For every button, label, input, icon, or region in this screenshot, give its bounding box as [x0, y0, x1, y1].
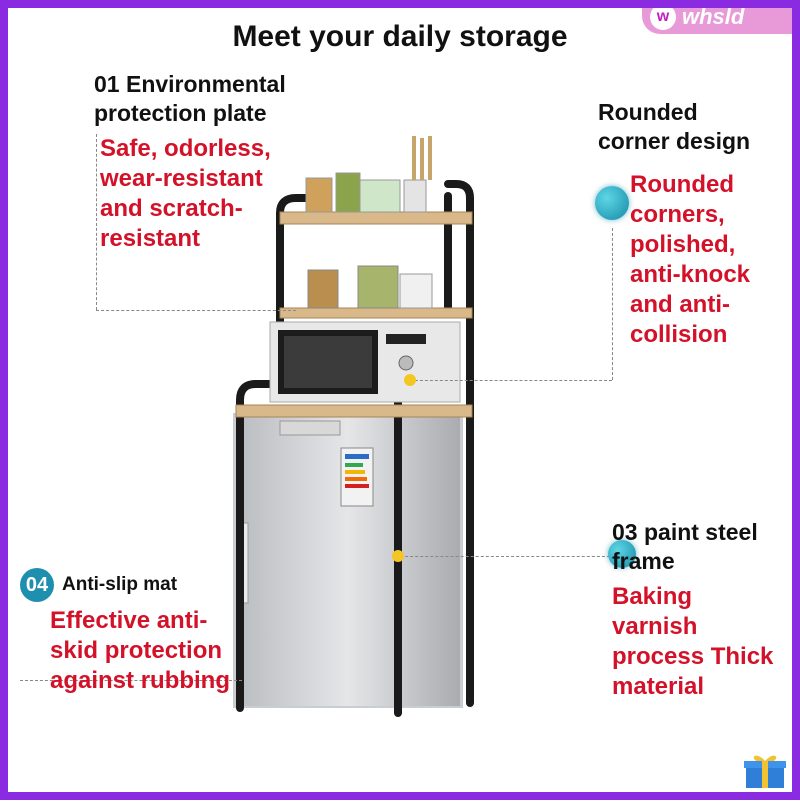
- jars-middle: [308, 266, 432, 308]
- frame-heading: 03 paint steel frame: [612, 518, 758, 576]
- product-image: w whsld Meet your daily storage: [8, 8, 792, 792]
- mat-heading: Anti-slip mat: [62, 574, 177, 596]
- frame-description: Baking varnish process Thick material: [612, 582, 773, 702]
- jars-top: [306, 136, 432, 212]
- plate-heading: 01 Environmental protection plate: [94, 70, 286, 128]
- frame-border-right: [792, 0, 800, 800]
- mat-badge: 04: [20, 568, 54, 602]
- connector-plate: [96, 134, 97, 310]
- fridge-illustration: [233, 413, 463, 708]
- corner-point-icon: [404, 374, 416, 386]
- corner-description: Rounded corners, polished, anti-knock an…: [630, 170, 750, 350]
- gift-icon: [742, 750, 788, 790]
- frame-border-bottom: [0, 792, 800, 800]
- corner-heading: Rounded corner design: [598, 98, 750, 156]
- connector-plate-h: [96, 310, 296, 311]
- corner-marker-icon: [595, 186, 629, 220]
- connector-corner-h: [410, 380, 612, 381]
- frame-point-icon: [392, 550, 404, 562]
- connector-frame-h: [400, 556, 610, 557]
- frame-border-top: [0, 0, 800, 8]
- mat-description: Effective anti- skid protection against …: [50, 606, 230, 696]
- frame-border-left: [0, 0, 8, 800]
- plate-description: Safe, odorless, wear-resistant and scrat…: [100, 134, 271, 254]
- microwave-illustration: [270, 322, 460, 402]
- connector-corner: [612, 228, 613, 380]
